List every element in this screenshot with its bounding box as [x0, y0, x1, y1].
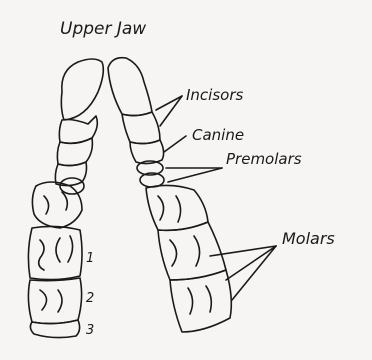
molars-label: Molars [282, 229, 335, 248]
molar-number-1: 1 [86, 251, 94, 266]
molar-number-2: 2 [86, 291, 94, 306]
premolars-label: Premolars [226, 150, 302, 168]
incisors-label: Incisors [186, 86, 244, 104]
canine-label: Canine [192, 126, 244, 144]
title: Upper Jaw [60, 19, 146, 39]
molar-number-3: 3 [86, 323, 94, 338]
